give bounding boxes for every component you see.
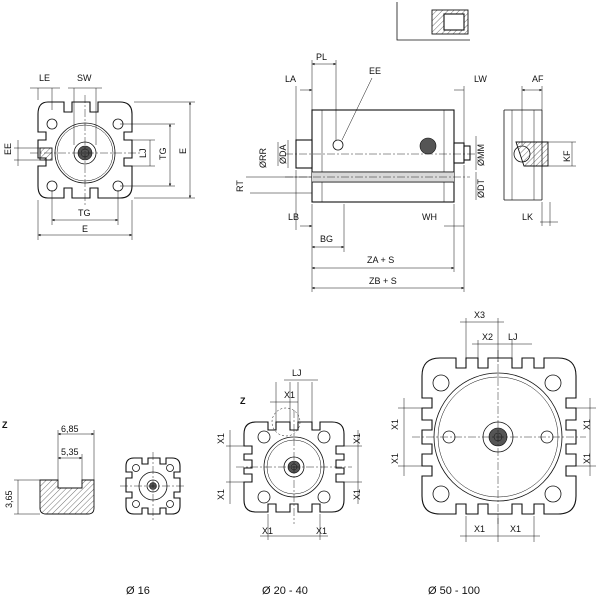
z-callout-label: Z (240, 396, 246, 406)
dim-rt: RT (235, 180, 245, 192)
dim-x1-bottom-left-d50-100: X1 (474, 524, 485, 534)
dim-lb: LB (288, 212, 299, 222)
dim-rr: ØRR (258, 148, 268, 169)
dim-x2: X2 (482, 332, 493, 342)
caption-d16: Ø 16 (126, 585, 150, 597)
dim-lj-d50-100: LJ (508, 332, 518, 342)
dim-pl: PL (316, 52, 327, 62)
dim-x1-right-lower-d20-40: X1 (352, 489, 362, 500)
dim-x1-right-lower-d50-100: X1 (582, 453, 592, 464)
view-d20-40 (226, 379, 362, 540)
dim-dt: ØDT (476, 179, 486, 199)
dim-ee-front: EE (3, 143, 13, 155)
dim-e-vertical: E (178, 148, 188, 154)
caption-d50-100: Ø 50 - 100 (428, 585, 480, 597)
dim-le: LE (39, 73, 50, 83)
dim-zb: ZB + S (369, 276, 397, 286)
side-view (246, 60, 477, 292)
dim-x1-top-d20-40: X1 (284, 390, 295, 400)
dim-x1-right-upper-d20-40: X1 (352, 433, 362, 444)
z-detail-label: Z (2, 420, 8, 430)
port-detail-view (503, 86, 576, 226)
dim-x1-bottom-right-d50-100: X1 (510, 524, 521, 534)
dim-la: LA (285, 74, 296, 84)
dim-za: ZA + S (367, 255, 394, 265)
dim-tg-horizontal: TG (78, 208, 91, 218)
dim-lw: LW (474, 74, 487, 84)
dim-lj-front: LJ (138, 148, 148, 158)
dim-x1-bottom-left-d20-40: X1 (262, 526, 273, 536)
dim-3-65: 3,65 (4, 490, 14, 508)
dim-lk: LK (522, 212, 533, 222)
dim-mm: ØMM (476, 144, 486, 166)
dim-x1-left-upper-d50-100: X1 (390, 419, 400, 430)
dim-bg: BG (320, 234, 333, 244)
dim-x1-left-lower-d50-100: X1 (390, 453, 400, 464)
dim-e-horizontal: E (82, 224, 88, 234)
dim-sw: SW (77, 73, 92, 83)
front-view (14, 87, 195, 240)
dim-kf: KF (562, 150, 572, 162)
dim-x1-left-upper-d20-40: X1 (216, 433, 226, 444)
z-detail-section (14, 430, 95, 515)
dim-lj-d20-40: LJ (292, 368, 302, 378)
dim-af: AF (532, 74, 544, 84)
dim-tg-vertical: TG (158, 148, 168, 161)
thread-detail-fragment (396, 2, 470, 41)
dim-x1-right-upper-d50-100: X1 (582, 419, 592, 430)
dim-5-35: 5,35 (61, 447, 79, 457)
dim-da: ØDA (278, 144, 288, 164)
dim-x1-left-lower-d20-40: X1 (216, 489, 226, 500)
dim-wh: WH (422, 212, 437, 222)
dim-x3: X3 (474, 310, 485, 320)
view-d16 (120, 452, 186, 520)
dim-ee-side: EE (369, 66, 381, 76)
caption-d20-40: Ø 20 - 40 (262, 585, 308, 597)
dim-x1-bottom-right-d20-40: X1 (316, 526, 327, 536)
dim-6-85: 6,85 (61, 424, 79, 434)
view-d50-100 (398, 318, 596, 542)
